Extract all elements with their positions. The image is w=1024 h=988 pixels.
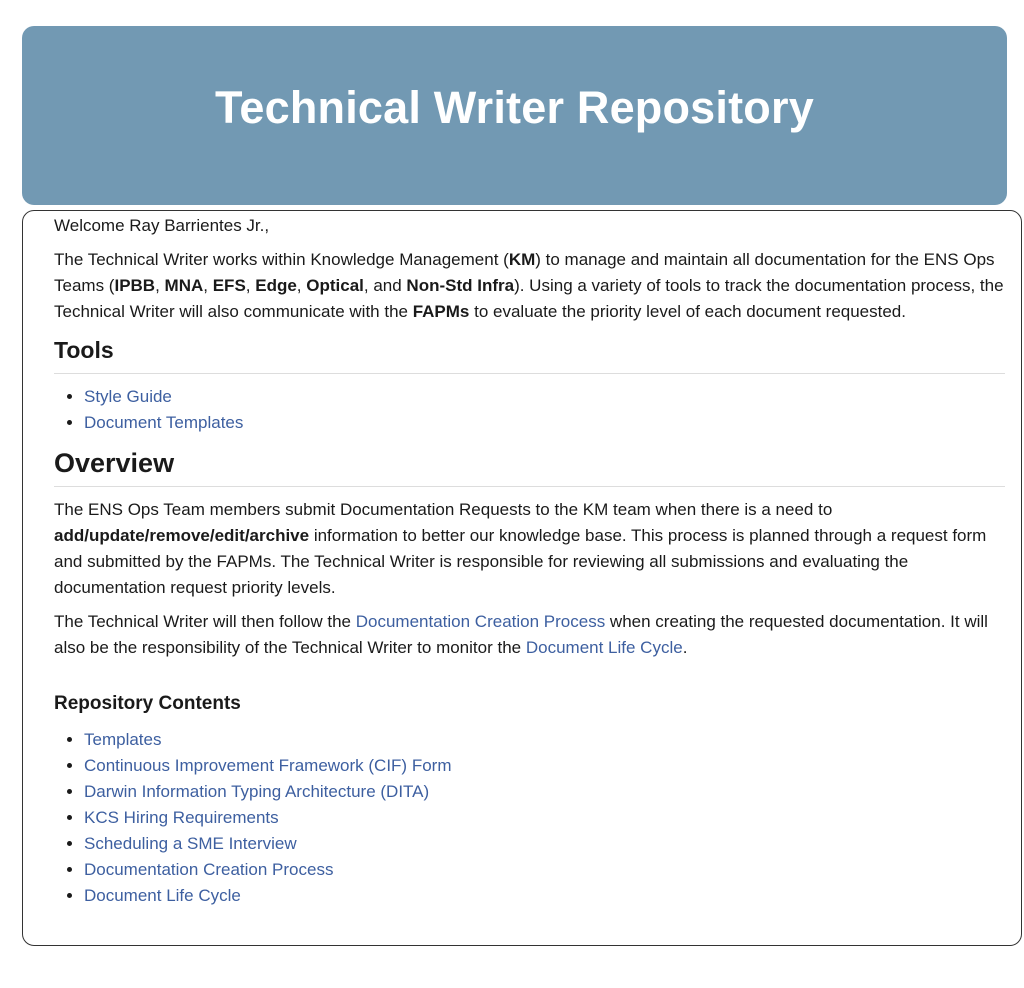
link-templates[interactable]: Templates [84, 730, 162, 749]
overview-paragraph-2: The Technical Writer will then follow th… [54, 609, 1005, 661]
link-life-cycle[interactable]: Document Life Cycle [84, 886, 241, 905]
text: The Technical Writer works within Knowle… [54, 250, 509, 269]
tools-list: Style Guide Document Templates [54, 384, 1005, 436]
list-item: Document Life Cycle [84, 883, 1005, 909]
bold-actions: add/update/remove/edit/archive [54, 526, 310, 545]
bold-edge: Edge [255, 276, 297, 295]
bold-optical: Optical [306, 276, 364, 295]
list-item: Darwin Information Typing Architecture (… [84, 779, 1005, 805]
link-document-life-cycle[interactable]: Document Life Cycle [525, 638, 683, 657]
link-cif-form[interactable]: Continuous Improvement Framework (CIF) F… [84, 756, 452, 775]
overview-paragraph-1: The ENS Ops Team members submit Document… [54, 497, 1005, 601]
text: . [682, 638, 688, 657]
text: The ENS Ops Team members submit Document… [54, 500, 833, 519]
tools-heading: Tools [54, 337, 1005, 374]
overview-heading: Overview [54, 450, 1005, 487]
page-header: Technical Writer Repository [22, 26, 1007, 205]
list-item: KCS Hiring Requirements [84, 805, 1005, 831]
link-documentation-creation-process[interactable]: Documentation Creation Process [355, 612, 606, 631]
text: when creating the requested documentatio… [54, 612, 988, 657]
link-kcs-hiring[interactable]: KCS Hiring Requirements [84, 808, 279, 827]
link-sme-interview[interactable]: Scheduling a SME Interview [84, 834, 297, 853]
bold-km: KM [508, 250, 536, 269]
link-document-templates[interactable]: Document Templates [84, 413, 244, 432]
text: , [155, 276, 165, 295]
welcome-text: Welcome Ray Barrientes Jr., [54, 216, 270, 235]
text: ) to manage and maintain all documentati… [54, 250, 995, 295]
text: , and [363, 276, 407, 295]
text: The Technical Writer will then follow th… [54, 612, 356, 631]
repository-list: Templates Continuous Improvement Framewo… [54, 727, 1005, 909]
repository-heading: Repository Contents [54, 693, 241, 714]
list-item: Documentation Creation Process [84, 857, 1005, 883]
list-item: Style Guide [84, 384, 1005, 410]
bold-ipbb: IPBB [114, 276, 156, 295]
text: information to better our knowledge base… [54, 526, 987, 597]
list-item: Continuous Improvement Framework (CIF) F… [84, 753, 1005, 779]
text: , [203, 276, 213, 295]
text: to evaluate the priority level of each d… [469, 302, 906, 321]
text: ). Using a variety of tools to track the… [54, 276, 1004, 321]
bold-nonstd: Non-Std Infra [406, 276, 515, 295]
list-item: Scheduling a SME Interview [84, 831, 1005, 857]
bold-mna: MNA [164, 276, 204, 295]
text: , [296, 276, 307, 295]
list-item: Templates [84, 727, 1005, 753]
intro-paragraph: The Technical Writer works within Knowle… [54, 247, 1005, 325]
link-creation-process[interactable]: Documentation Creation Process [84, 860, 334, 879]
page-title: Technical Writer Repository [215, 81, 814, 133]
list-item: Document Templates [84, 410, 1005, 436]
link-dita[interactable]: Darwin Information Typing Architecture (… [84, 782, 430, 801]
link-style-guide[interactable]: Style Guide [84, 387, 172, 406]
bold-fapms: FAPMs [412, 302, 470, 321]
text: , [245, 276, 256, 295]
content-panel: Welcome Ray Barrientes Jr., The Technica… [22, 210, 1022, 946]
bold-efs: EFS [212, 276, 246, 295]
